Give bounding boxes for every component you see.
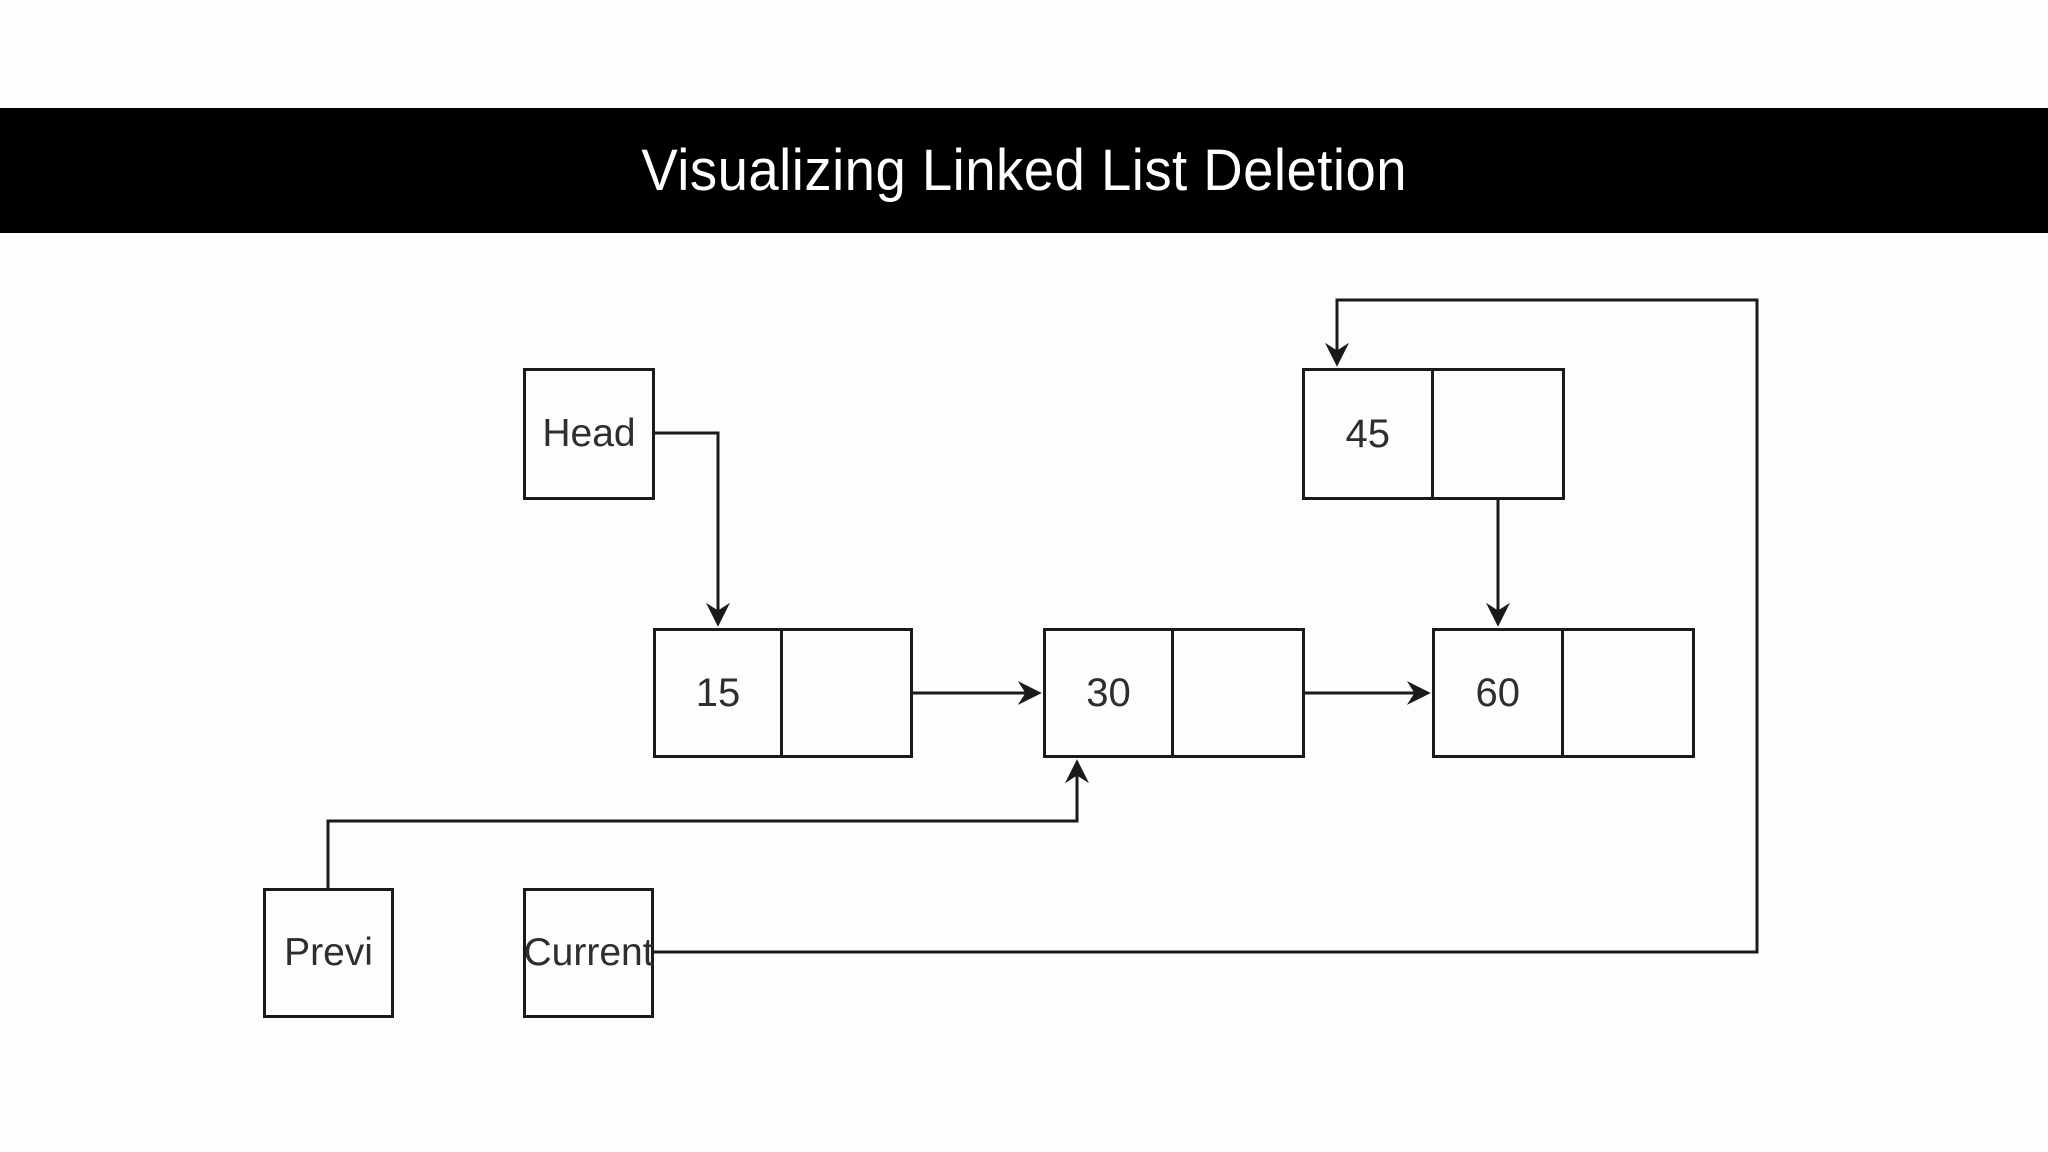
- node-45-next-cell: [1434, 371, 1563, 497]
- node-45-value: 45: [1305, 371, 1434, 497]
- node-15-value: 15: [656, 631, 783, 755]
- title-bar: Visualizing Linked List Deletion: [0, 108, 2048, 233]
- edge-head-to-15: [655, 431, 730, 627]
- previous-pointer-box: Previ: [263, 888, 394, 1018]
- list-node-60: 60: [1432, 628, 1695, 758]
- head-pointer-label: Head: [542, 412, 636, 455]
- node-30-next-cell: [1174, 631, 1302, 755]
- node-15-next-cell: [783, 631, 910, 755]
- list-node-15: 15: [653, 628, 913, 758]
- current-pointer-box: Current: [523, 888, 654, 1018]
- edge-current-to-45: [654, 298, 1759, 954]
- node-30-value: 30: [1046, 631, 1174, 755]
- head-pointer-box: Head: [523, 368, 655, 500]
- previous-pointer-label: Previ: [284, 931, 373, 974]
- list-node-30: 30: [1043, 628, 1305, 758]
- page-title: Visualizing Linked List Deletion: [641, 138, 1407, 203]
- node-60-value: 60: [1435, 631, 1564, 755]
- current-pointer-label: Current: [523, 931, 654, 974]
- edge-previ-to-30: [326, 759, 1089, 888]
- node-60-next-cell: [1564, 631, 1693, 755]
- list-node-45: 45: [1302, 368, 1565, 500]
